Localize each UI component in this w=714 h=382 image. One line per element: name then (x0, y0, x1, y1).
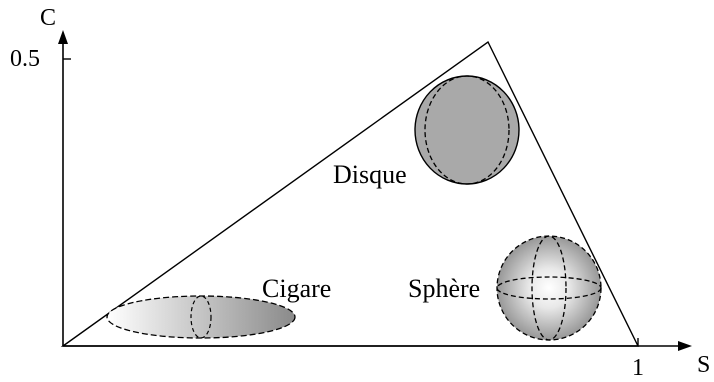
cigar-label: Cigare (262, 274, 331, 303)
disk-body (415, 76, 519, 184)
disk-label: Disque (333, 160, 407, 189)
x-axis-arrow (678, 341, 692, 351)
x-axis-label: S (697, 352, 710, 378)
x-tick-label: 1 (632, 355, 644, 381)
y-axis-label: C (40, 5, 56, 31)
sphere-label: Sphère (408, 274, 480, 303)
sphere-shape (497, 236, 601, 340)
disk-shape (415, 76, 519, 184)
y-tick-label: 0.5 (10, 46, 40, 72)
y-axis-arrow (58, 30, 68, 44)
sphere-body (497, 236, 601, 340)
